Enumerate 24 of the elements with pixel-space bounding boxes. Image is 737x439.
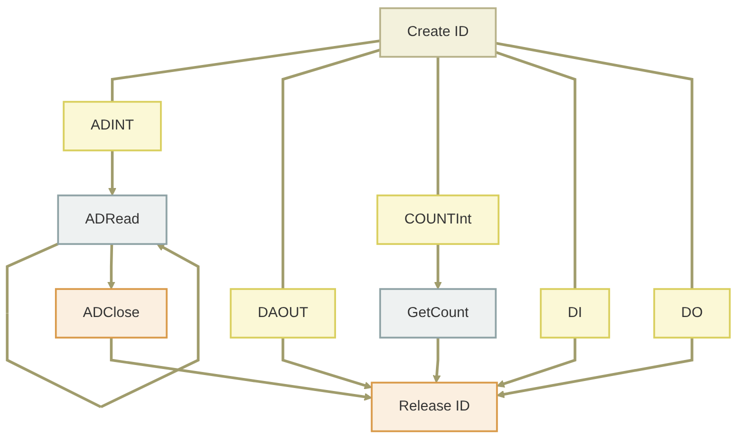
node-box: DI bbox=[540, 288, 610, 338]
arrow bbox=[6, 242, 200, 408]
connector bbox=[282, 48, 381, 289]
arrow bbox=[110, 337, 372, 401]
connector bbox=[436, 56, 440, 196]
connector bbox=[495, 50, 576, 289]
node-box: GetCount bbox=[379, 288, 497, 338]
arrow bbox=[432, 337, 441, 383]
connector bbox=[110, 39, 380, 102]
arrow bbox=[107, 244, 116, 290]
node-box: ADRead bbox=[57, 194, 168, 245]
arrow bbox=[496, 337, 576, 388]
node-box: COUNTInt bbox=[376, 194, 500, 245]
arrow bbox=[496, 337, 694, 398]
arrow bbox=[282, 337, 372, 390]
node-box: ADINT bbox=[62, 100, 162, 152]
connector bbox=[496, 42, 694, 289]
arrow bbox=[434, 244, 442, 290]
node-box: Release ID bbox=[370, 382, 498, 432]
arrow bbox=[108, 150, 116, 196]
node-box: DO bbox=[653, 288, 731, 338]
node-box: DAOUT bbox=[230, 288, 336, 338]
node-box: ADClose bbox=[54, 288, 168, 338]
node-box: Create ID bbox=[379, 7, 497, 58]
